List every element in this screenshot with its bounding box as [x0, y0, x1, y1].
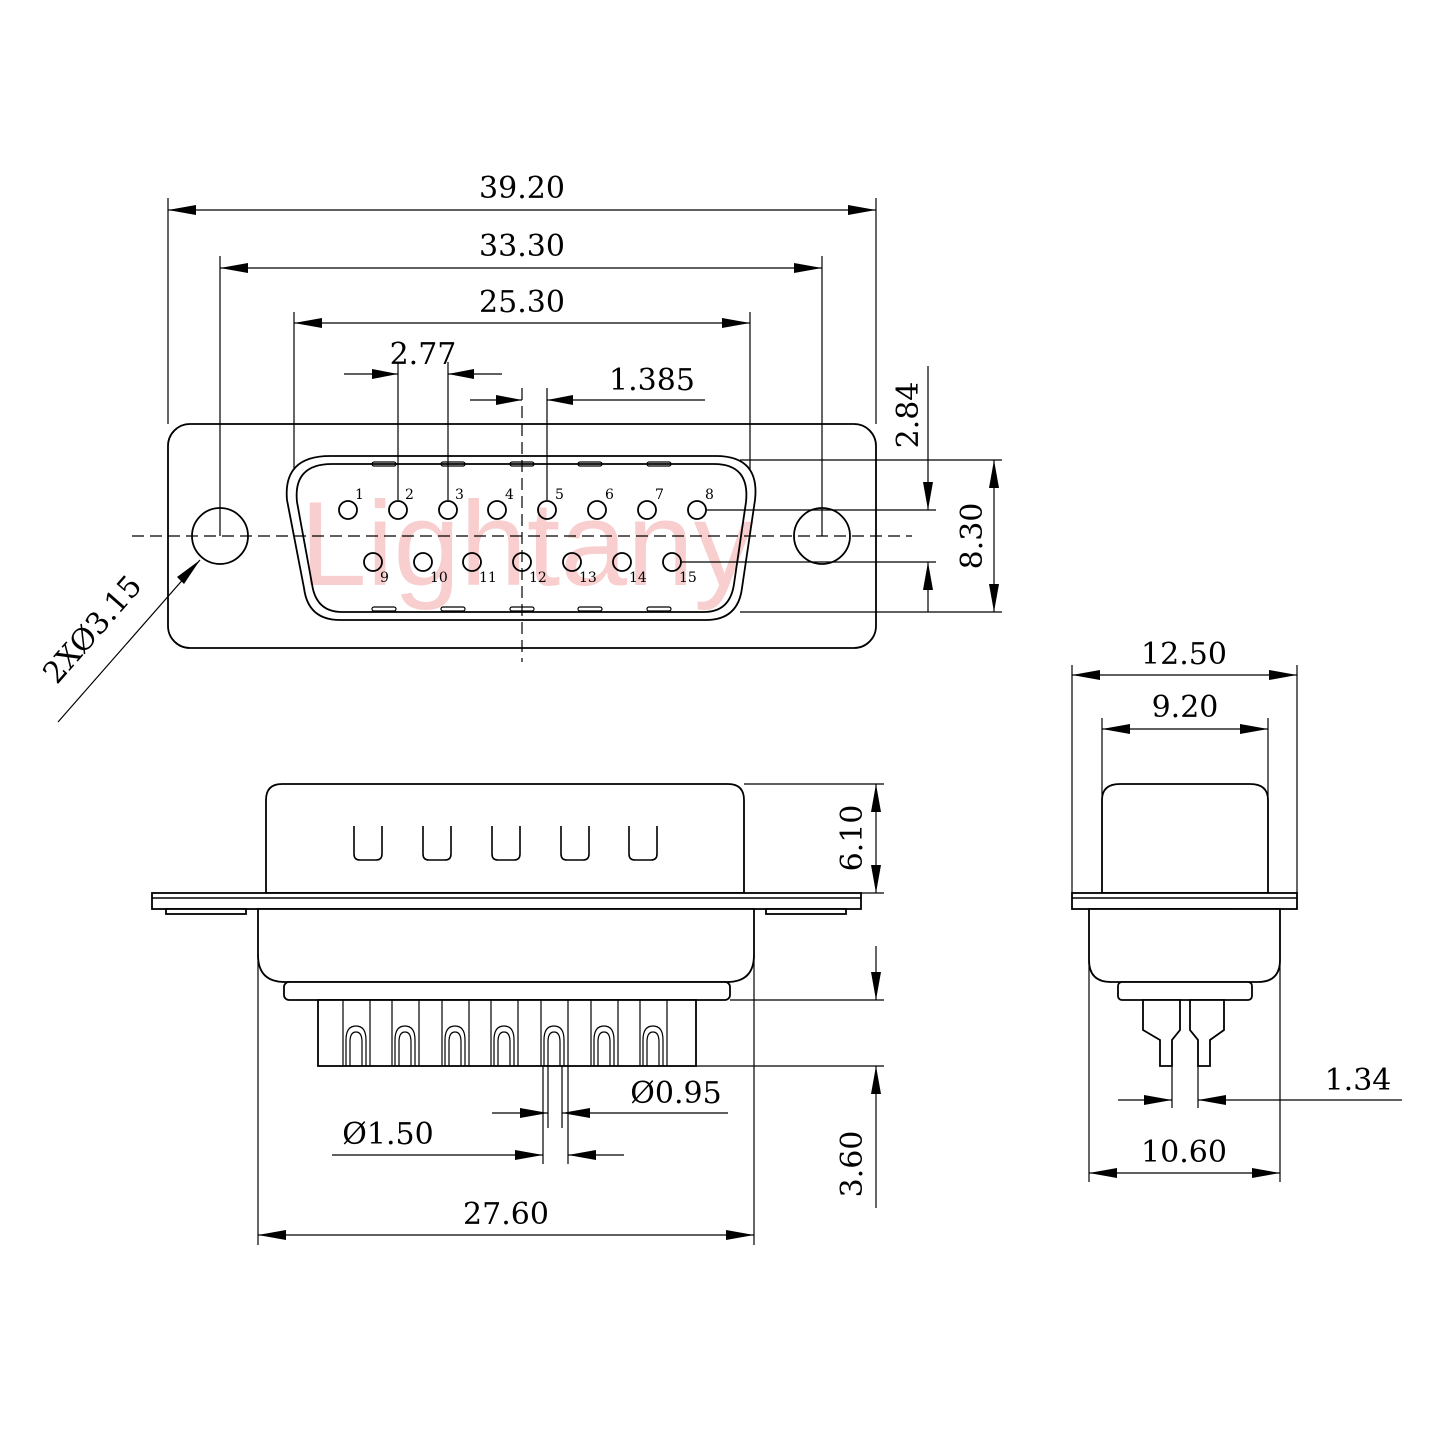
pin-label: 2 [405, 487, 414, 503]
dim-pin-diameter-large: Ø1.50 [332, 1066, 624, 1164]
dim-tail-length: 3.60 [696, 946, 884, 1208]
pin-label: 6 [605, 487, 614, 503]
pin-2 [388, 500, 408, 520]
pin-13 [562, 552, 582, 572]
pin-14 [612, 552, 632, 572]
side-flange-lip-right [765, 908, 847, 915]
end-body [1088, 908, 1281, 983]
dim-end-shell-width: 9.20 [1101, 690, 1269, 800]
pin-label: 10 [430, 570, 448, 586]
end-shell [1101, 783, 1269, 894]
dim-label: 33.30 [479, 229, 565, 264]
dim-label: 39.20 [479, 171, 565, 206]
end-flange [1071, 892, 1298, 910]
dim-shell-width: 25.30 [293, 285, 751, 470]
pin-5 [537, 500, 557, 520]
dim-pin-diameter-small: Ø0.95 [492, 1066, 728, 1128]
side-pin-tails [342, 1000, 668, 1066]
dim-pin-pitch: 2.77 [344, 337, 502, 500]
dim-label: 1.34 [1325, 1063, 1392, 1098]
pin-label: 12 [529, 570, 547, 586]
pin-label: 4 [505, 487, 514, 503]
pin-11 [462, 552, 482, 572]
pin-6 [587, 500, 607, 520]
dim-label: 10.60 [1141, 1135, 1227, 1170]
pin-label: 7 [655, 487, 664, 503]
pins-top-row [338, 500, 707, 520]
dim-row-pitch: 1.34 [1118, 1063, 1402, 1108]
side-flange [151, 892, 862, 910]
dim-label: 12.50 [1141, 637, 1227, 672]
end-view: 12.50 9.20 1.34 10.60 [1071, 637, 1402, 1182]
dim-row-offset: 1.385 [470, 363, 705, 500]
pin-label: 11 [479, 570, 497, 586]
dim-label: 2.84 [891, 382, 926, 449]
pin-label: 14 [629, 570, 647, 586]
dim-label: 9.20 [1152, 690, 1219, 725]
dim-overall-width: 39.20 [167, 171, 877, 424]
pin-label: 1 [355, 487, 364, 503]
front-view: 1 2 3 4 5 6 7 8 9 10 11 12 13 14 15 [36, 171, 1002, 723]
pin-3 [438, 500, 458, 520]
dim-end-body-width: 10.60 [1088, 960, 1281, 1182]
pin-label: 8 [705, 487, 714, 503]
dim-body-width: 27.60 [257, 955, 755, 1245]
pin-label: 9 [380, 570, 389, 586]
pin-label: 15 [679, 570, 697, 586]
end-pin-tails [1142, 999, 1225, 1067]
pin-9 [363, 552, 383, 572]
pin-4 [487, 500, 507, 520]
dim-flange-width: 12.50 [1071, 637, 1298, 893]
front-shell-inner [295, 463, 748, 613]
dim-row-spacing: 2.84 [680, 366, 936, 612]
end-insulator [1117, 981, 1253, 1001]
side-body [257, 908, 755, 983]
pin-label: 13 [579, 570, 597, 586]
front-shell-outer [285, 455, 757, 621]
dim-label: 25.30 [479, 285, 565, 320]
dim-label: 3.60 [835, 1131, 870, 1198]
dim-label: 1.385 [609, 363, 695, 398]
side-shell [265, 783, 745, 894]
dim-hole-pitch: 33.30 [219, 229, 823, 536]
side-shell-slots [353, 826, 658, 861]
dim-label: 8.30 [955, 503, 990, 570]
pin-label: 5 [555, 487, 564, 503]
side-insulator [283, 981, 731, 1001]
side-view: 6.10 3.60 Ø0.95 [151, 783, 884, 1245]
dim-label: Ø0.95 [630, 1076, 721, 1111]
dim-shell-depth: 6.10 [744, 783, 884, 894]
pin-7 [637, 500, 657, 520]
front-slots-top [371, 461, 672, 467]
side-flange-lip-left [165, 908, 247, 915]
pin-label: 3 [455, 487, 464, 503]
dim-shell-height: 8.30 [740, 459, 1002, 613]
pin-labels: 1 2 3 4 5 6 7 8 9 10 11 12 13 14 15 [355, 487, 714, 586]
dim-label: Ø1.50 [342, 1117, 433, 1152]
dim-label: 6.10 [835, 805, 870, 872]
pin-1 [338, 500, 358, 520]
dim-mount-hole-leader: 2XØ3.15 [36, 559, 201, 723]
dim-label: 27.60 [463, 1197, 549, 1232]
dim-label: 2.77 [390, 337, 457, 372]
watermark: Lightany [300, 477, 754, 611]
dim-label: 2XØ3.15 [36, 569, 149, 691]
pin-10 [413, 552, 433, 572]
